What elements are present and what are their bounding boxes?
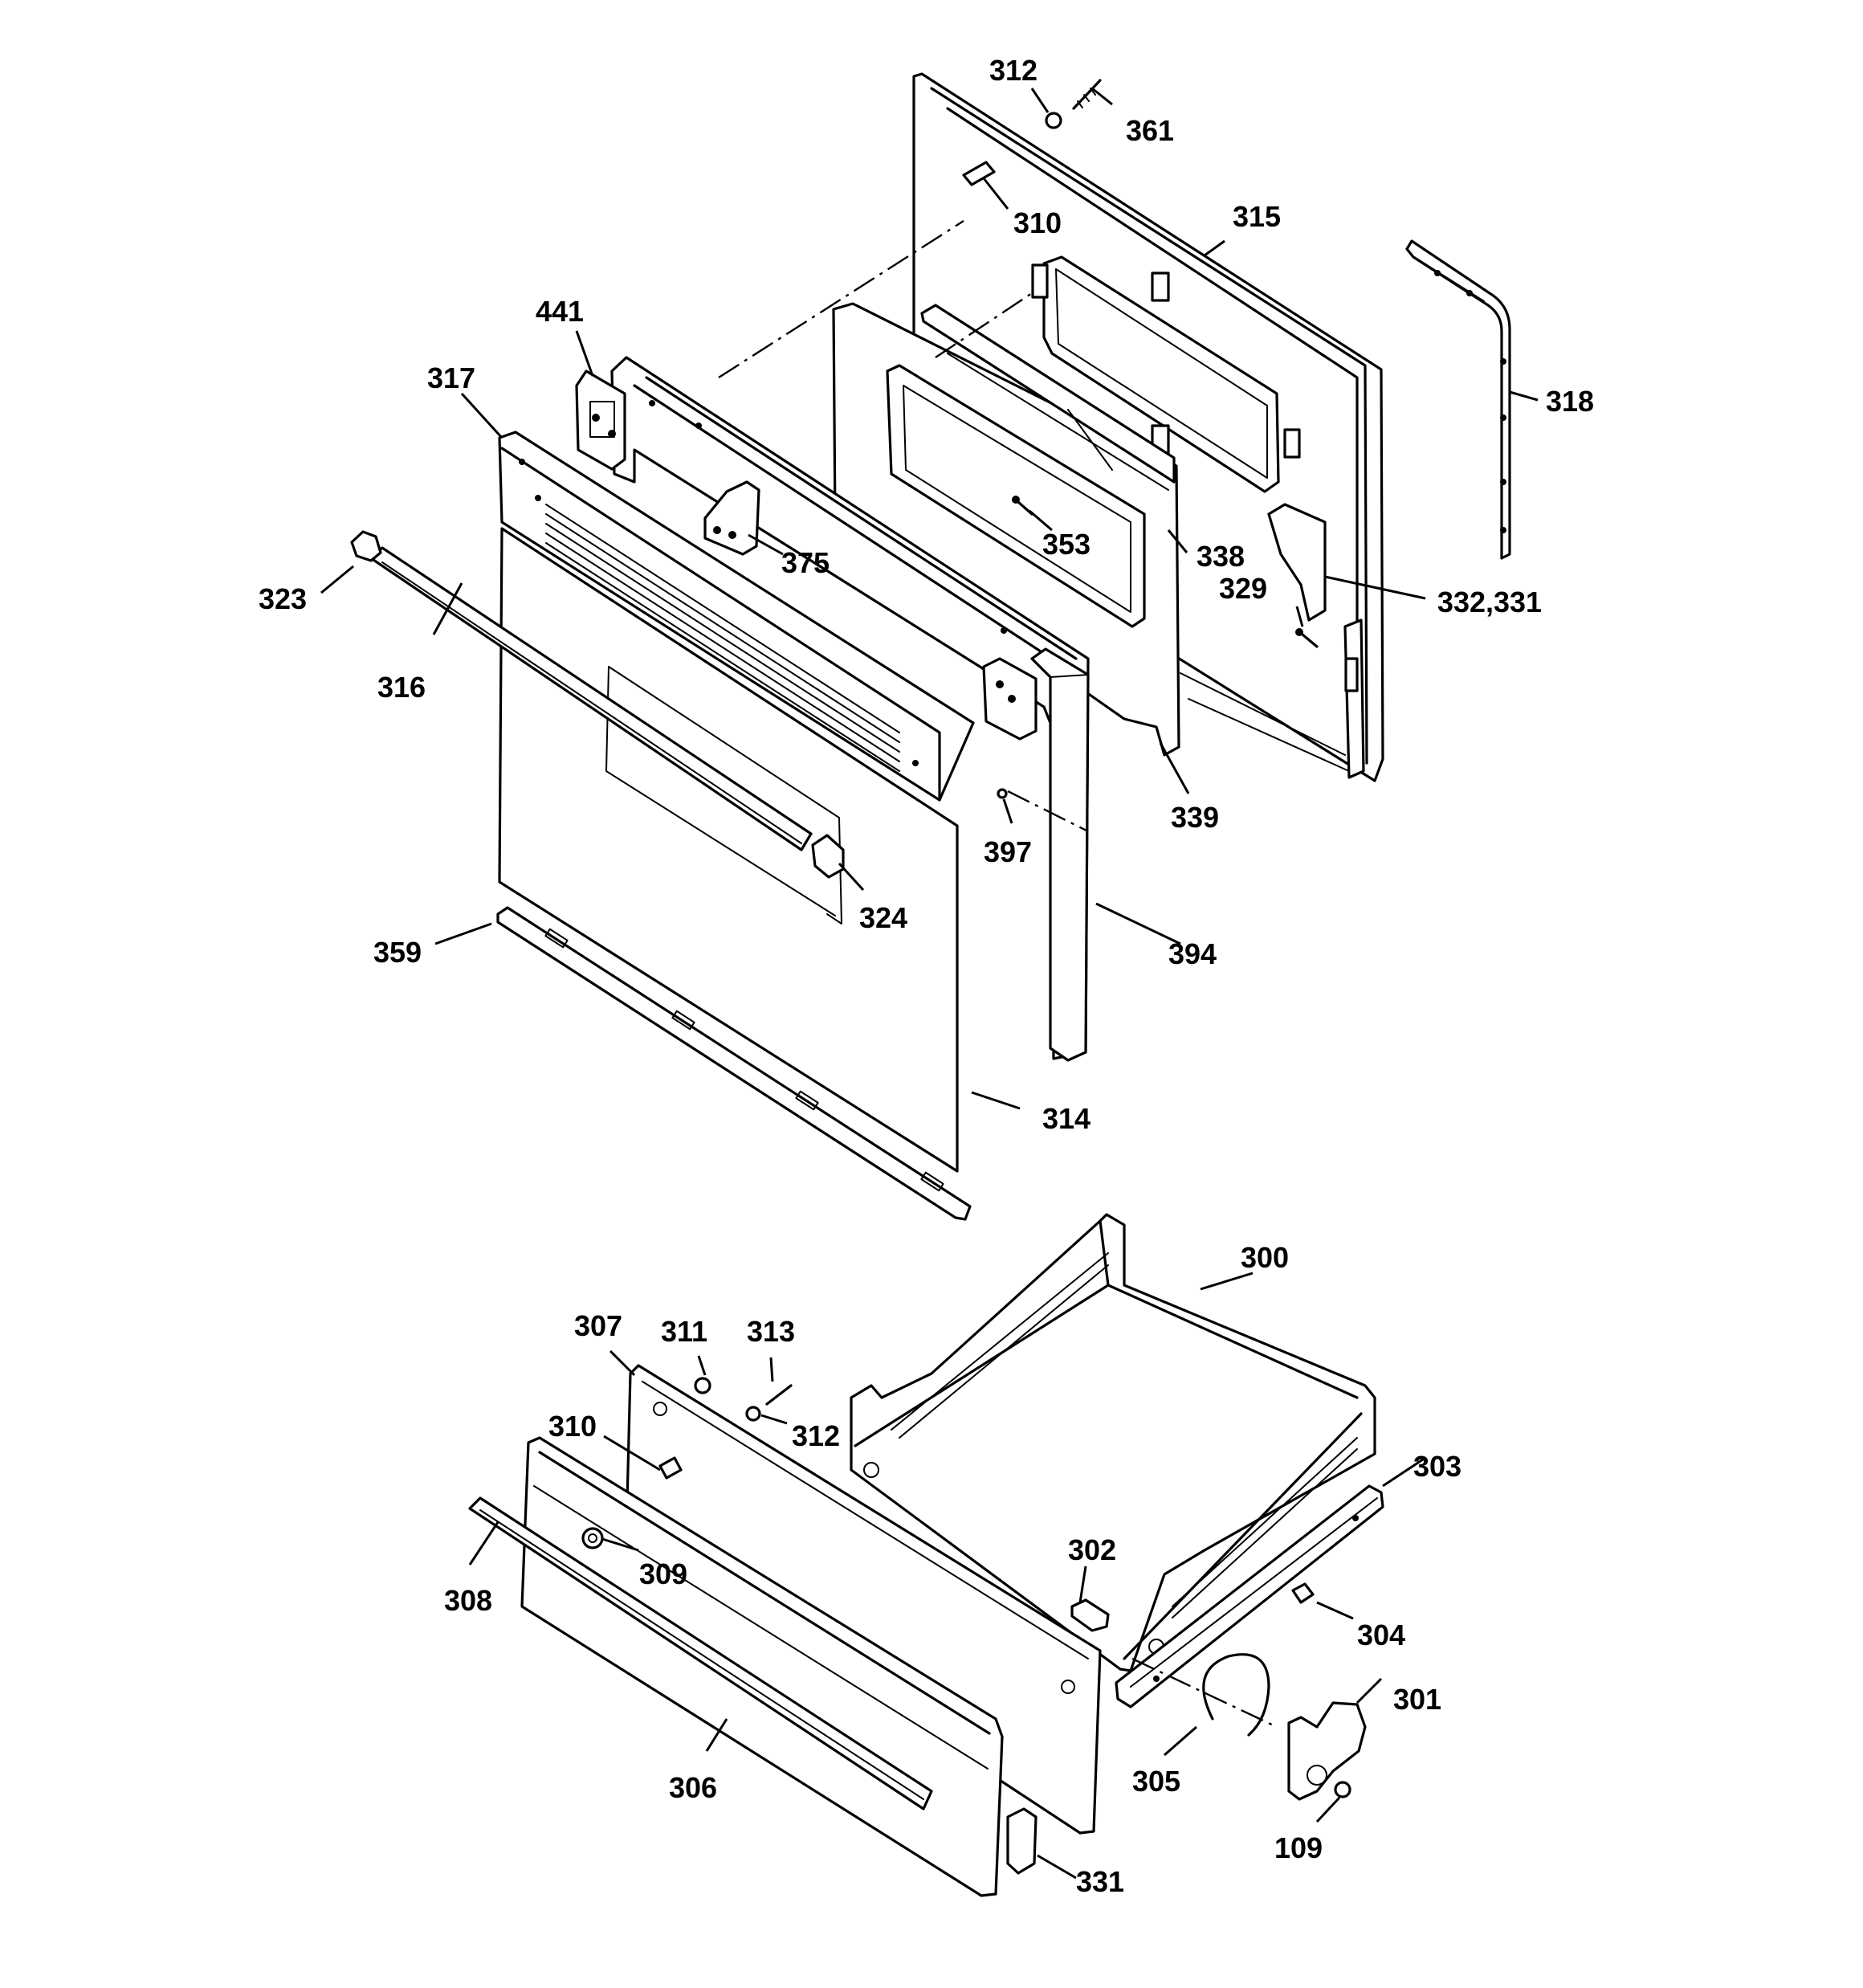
label-308: 308 xyxy=(444,1584,492,1617)
hinge-bracket-left xyxy=(575,369,626,471)
label-307: 307 xyxy=(574,1309,622,1342)
label-375: 375 xyxy=(781,546,830,579)
drawer-screw xyxy=(765,1384,793,1406)
label-306: 306 xyxy=(669,1771,717,1804)
handle-end-cap-left xyxy=(350,530,382,562)
label-314: 314 xyxy=(1042,1102,1090,1135)
door-insulation xyxy=(1267,503,1327,622)
label-304: 304 xyxy=(1357,1619,1405,1651)
label-303: 303 xyxy=(1413,1450,1461,1483)
door-back-panel xyxy=(912,72,1384,782)
leader-lines xyxy=(320,87,1539,1880)
label-300: 300 xyxy=(1241,1241,1289,1274)
drawer-clip xyxy=(1006,1807,1037,1875)
roller-axle xyxy=(1070,1598,1110,1632)
drawer-washer xyxy=(745,1406,761,1422)
nut-top xyxy=(1045,112,1062,129)
label-310-top: 310 xyxy=(1013,206,1062,239)
door-liner-assembly xyxy=(832,302,1180,757)
label-313: 313 xyxy=(747,1315,795,1348)
label-361: 361 xyxy=(1126,114,1174,147)
label-305: 305 xyxy=(1132,1765,1180,1798)
drawer-nut xyxy=(694,1377,711,1394)
drawer-slide-rail xyxy=(1115,1484,1384,1708)
label-324: 324 xyxy=(859,901,907,934)
label-310-bottom: 310 xyxy=(548,1410,597,1443)
vent-trim xyxy=(498,431,975,802)
rear-bracket xyxy=(1287,1701,1367,1801)
screw-top xyxy=(1072,79,1102,110)
bracket-nut xyxy=(1334,1781,1351,1798)
insulation-screw xyxy=(1295,628,1319,648)
label-316: 316 xyxy=(377,671,426,704)
label-359: 359 xyxy=(373,936,422,969)
trim-screw xyxy=(997,788,1008,799)
label-315: 315 xyxy=(1233,200,1281,233)
label-397: 397 xyxy=(984,835,1032,868)
drawer-body xyxy=(850,1213,1376,1672)
label-332-331: 332,331 xyxy=(1437,586,1542,618)
hinge-stop xyxy=(962,161,996,186)
label-317: 317 xyxy=(427,361,475,394)
label-331: 331 xyxy=(1076,1865,1124,1898)
drawer-handle xyxy=(468,1496,933,1810)
label-309: 309 xyxy=(639,1557,687,1590)
door-gasket xyxy=(1405,239,1511,560)
hinge-bracket-right xyxy=(982,657,1037,741)
label-338: 338 xyxy=(1196,540,1245,573)
label-302: 302 xyxy=(1068,1533,1116,1566)
drawer-handle-spacer xyxy=(581,1527,604,1549)
side-trim xyxy=(1030,647,1090,1062)
callout-labels: 312 361 310 315 441 317 318 375 353 338 … xyxy=(259,54,1594,1898)
drawer-stop xyxy=(658,1456,683,1480)
hinge-bracket-center xyxy=(703,480,760,556)
label-312-top: 312 xyxy=(989,54,1037,87)
label-312-bottom: 312 xyxy=(792,1419,840,1452)
label-353: 353 xyxy=(1042,528,1090,561)
label-441: 441 xyxy=(536,295,584,328)
label-329: 329 xyxy=(1219,572,1267,605)
door-bottom-trim xyxy=(496,906,972,1221)
label-301: 301 xyxy=(1393,1683,1441,1716)
rail-clip xyxy=(1291,1582,1315,1604)
label-311: 311 xyxy=(661,1315,707,1348)
label-339: 339 xyxy=(1171,801,1219,834)
label-318: 318 xyxy=(1546,385,1594,418)
label-394: 394 xyxy=(1168,937,1217,970)
label-323: 323 xyxy=(259,582,307,615)
alignment-lines xyxy=(718,219,1278,1729)
retaining-ring xyxy=(1202,1653,1270,1737)
label-109: 109 xyxy=(1274,1831,1323,1864)
